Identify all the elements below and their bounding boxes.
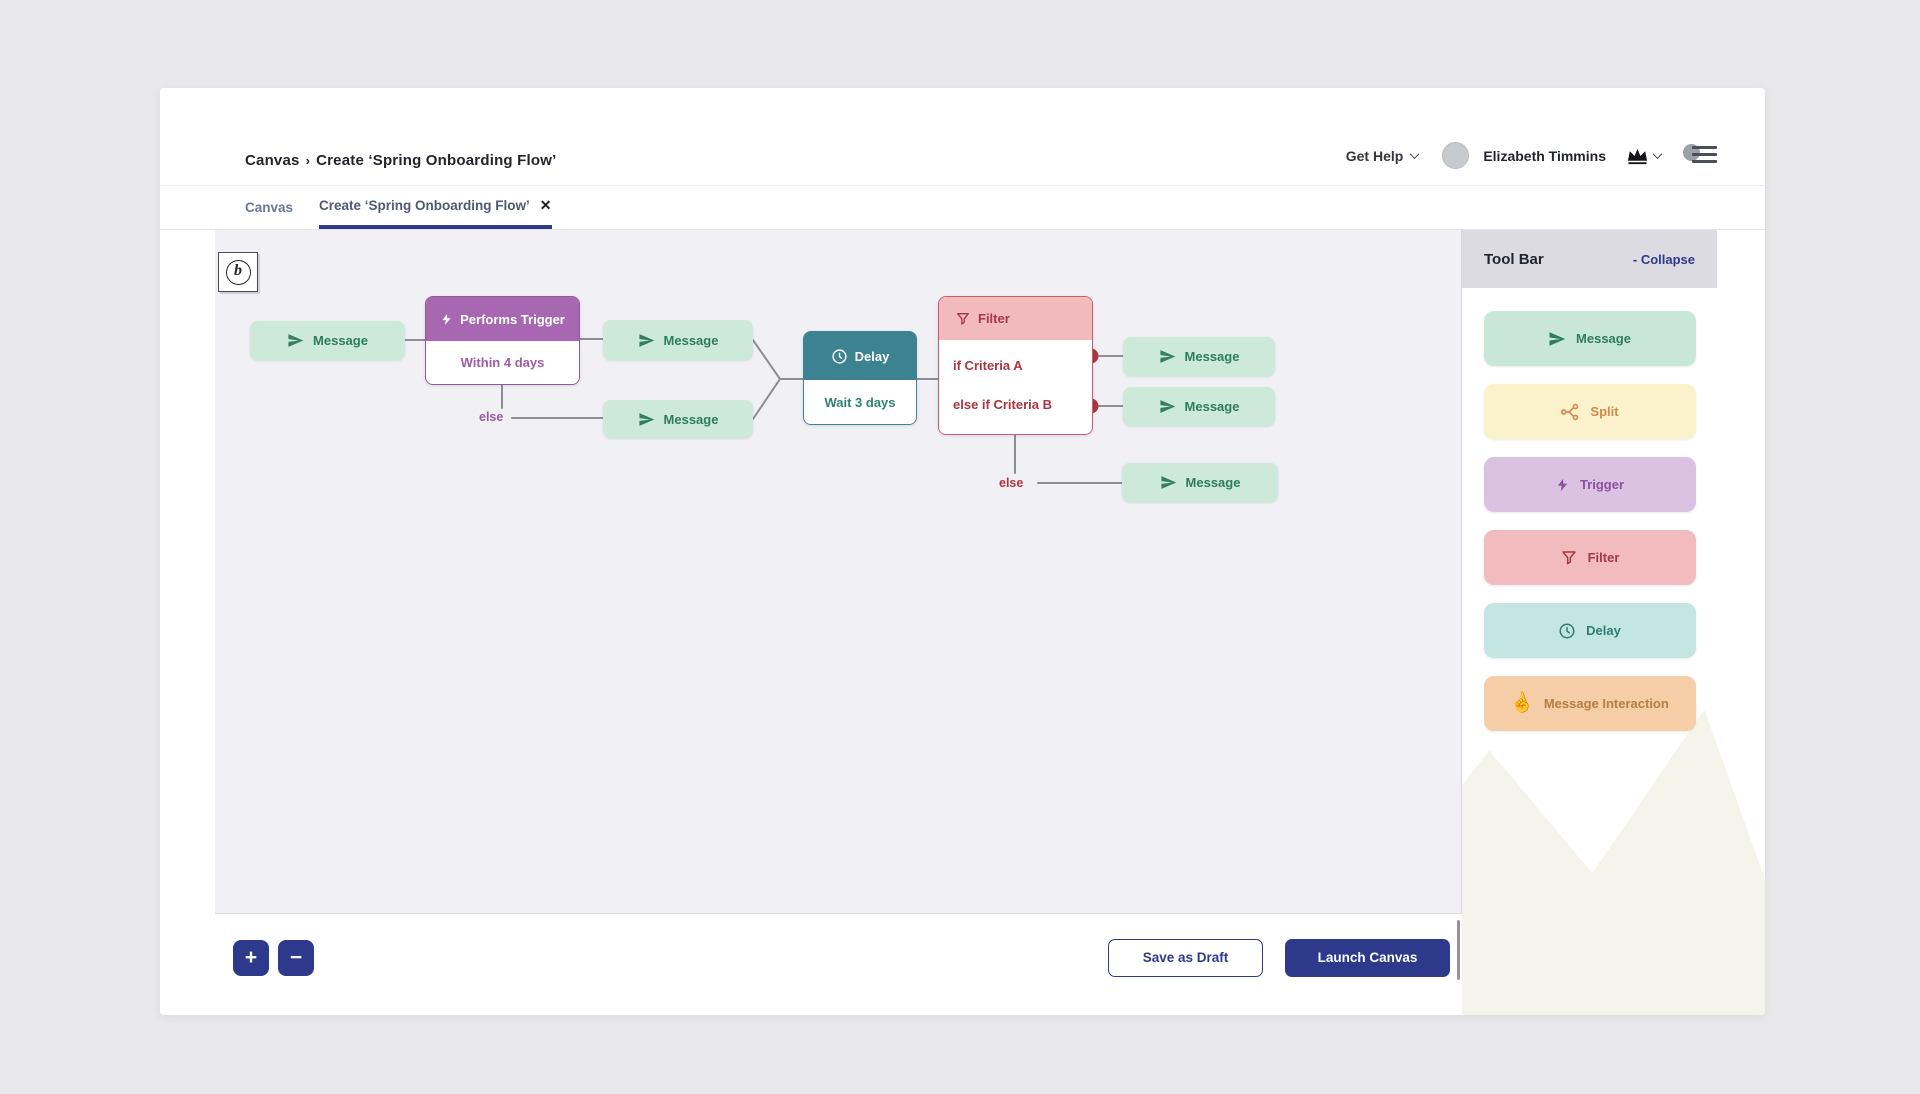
collapse-button[interactable]: - Collapse bbox=[1632, 251, 1695, 267]
filter-row-if-criteria-a[interactable]: if Criteria A bbox=[953, 358, 1023, 373]
node-label: Message bbox=[663, 411, 719, 427]
node-message-2a[interactable]: Message bbox=[603, 320, 753, 360]
breadcrumb-separator: › bbox=[305, 153, 311, 168]
node-header-label: Performs Trigger bbox=[460, 311, 565, 327]
toolbar-split-button[interactable]: Split bbox=[1483, 384, 1696, 439]
toolbar-header: Tool Bar - Collapse bbox=[1462, 230, 1717, 288]
tab-label: Create ‘Spring Onboarding Flow’ bbox=[319, 198, 530, 213]
funnel-icon bbox=[957, 312, 969, 325]
toolbar-button-label: Split bbox=[1590, 404, 1619, 419]
toolbar-panel: Tool Bar - Collapse Message Split bbox=[1462, 230, 1765, 1015]
toolbar-message-button[interactable]: Message bbox=[1483, 311, 1696, 366]
clock-icon bbox=[1559, 623, 1575, 638]
save-as-draft-button[interactable]: Save as Draft bbox=[1108, 938, 1263, 977]
app-window: Canvas › Create ‘Spring Onboarding Flow’ G… bbox=[160, 88, 1765, 1015]
node-label: Message bbox=[313, 333, 368, 348]
tap-icon: ☝ bbox=[1507, 689, 1537, 718]
clock-icon bbox=[832, 348, 847, 364]
launch-canvas-button[interactable]: Launch Canvas bbox=[1285, 938, 1450, 977]
crown-icon bbox=[1627, 148, 1648, 164]
paper-plane-icon bbox=[1159, 350, 1175, 363]
paper-plane-icon bbox=[1160, 476, 1176, 489]
breadcrumb: Canvas › Create ‘Spring Onboarding Flow’ bbox=[245, 152, 557, 169]
breadcrumb-root[interactable]: Canvas bbox=[245, 152, 300, 169]
node-label: Message bbox=[1185, 475, 1241, 490]
chevron-down-icon bbox=[1409, 149, 1420, 160]
node-label: Message bbox=[663, 332, 719, 348]
tab-create-flow[interactable]: Create ‘Spring Onboarding Flow’ ✕ bbox=[319, 186, 552, 229]
paper-plane-icon bbox=[1159, 400, 1175, 413]
flow-canvas[interactable]: b Message Performs Trigger Within 4 days… bbox=[215, 230, 1462, 913]
get-help-menu[interactable]: Get Help bbox=[1345, 147, 1420, 164]
filter-else-label: else bbox=[999, 476, 1024, 490]
canvas-footer: + − Save as Draft Launch Canvas bbox=[215, 913, 1462, 1015]
get-help-label: Get Help bbox=[1345, 147, 1404, 164]
lightning-icon bbox=[1557, 478, 1568, 491]
breadcrumb-current: Create ‘Spring Onboarding Flow’ bbox=[316, 152, 557, 169]
mountain-decoration bbox=[1462, 709, 1765, 1015]
trigger-else-label: else bbox=[479, 410, 504, 424]
brand-logo: b bbox=[218, 252, 258, 292]
node-message-3b[interactable]: Message bbox=[1123, 387, 1275, 426]
node-body-label: Wait 3 days bbox=[824, 394, 896, 410]
toolbar-delay-button[interactable]: Delay bbox=[1483, 603, 1696, 658]
node-performs-trigger[interactable]: Performs Trigger Within 4 days bbox=[425, 296, 580, 385]
top-header: Canvas › Create ‘Spring Onboarding Flow’ G… bbox=[160, 88, 1765, 186]
toolbar-message-interaction-button[interactable]: ☝ Message Interaction bbox=[1483, 676, 1696, 731]
node-body-label: Within 4 days bbox=[460, 355, 545, 370]
toolbar-button-label: Message bbox=[1576, 331, 1631, 346]
chevron-down-icon bbox=[1652, 149, 1663, 160]
left-gutter bbox=[160, 230, 215, 1015]
zoom-in-button[interactable]: + bbox=[233, 939, 269, 976]
toolbar-filter-button[interactable]: Filter bbox=[1483, 530, 1696, 585]
node-filter[interactable]: Filter if Criteria A else if Criteria B bbox=[938, 296, 1093, 435]
avatar[interactable] bbox=[1442, 142, 1470, 169]
paper-plane-icon bbox=[638, 333, 654, 347]
filter-row-else-if-criteria-b[interactable]: else if Criteria B bbox=[953, 397, 1052, 412]
toolbar-title: Tool Bar bbox=[1484, 250, 1544, 268]
paper-plane-icon bbox=[638, 412, 654, 426]
node-label: Message bbox=[1184, 399, 1240, 414]
paper-plane-icon bbox=[288, 334, 304, 347]
account-menu[interactable] bbox=[1626, 147, 1663, 165]
tab-label: Canvas bbox=[245, 200, 294, 215]
paper-plane-icon bbox=[1549, 331, 1566, 346]
node-message-4[interactable]: Message bbox=[1122, 463, 1278, 502]
node-message-1[interactable]: Message bbox=[250, 321, 405, 360]
lightning-icon bbox=[442, 313, 451, 325]
split-icon bbox=[1561, 403, 1579, 420]
toolbar-button-label: Filter bbox=[1587, 550, 1620, 565]
node-header-label: Filter bbox=[978, 311, 1010, 326]
user-name: Elizabeth Timmins bbox=[1483, 147, 1606, 164]
node-message-2b[interactable]: Message bbox=[603, 400, 753, 438]
tab-bar: Canvas Create ‘Spring Onboarding Flow’ ✕ bbox=[160, 186, 1765, 230]
toolbar-trigger-button[interactable]: Trigger bbox=[1483, 457, 1696, 512]
toolbar-button-label: Message Interaction bbox=[1543, 696, 1669, 711]
tab-canvas[interactable]: Canvas bbox=[245, 186, 293, 229]
node-delay[interactable]: Delay Wait 3 days bbox=[803, 331, 917, 425]
logo-b-icon: b bbox=[225, 259, 251, 285]
toolbar-button-label: Delay bbox=[1586, 623, 1621, 638]
funnel-icon bbox=[1561, 550, 1576, 564]
zoom-out-button[interactable]: − bbox=[278, 939, 314, 976]
node-label: Message bbox=[1184, 349, 1240, 364]
close-tab-icon[interactable]: ✕ bbox=[539, 197, 552, 213]
vertical-scrollbar-thumb[interactable] bbox=[1457, 920, 1460, 980]
toolbar-button-label: Trigger bbox=[1579, 477, 1625, 492]
node-header-label: Delay bbox=[854, 348, 890, 364]
hamburger-menu-icon[interactable] bbox=[1683, 143, 1717, 169]
node-message-3a[interactable]: Message bbox=[1123, 337, 1275, 376]
